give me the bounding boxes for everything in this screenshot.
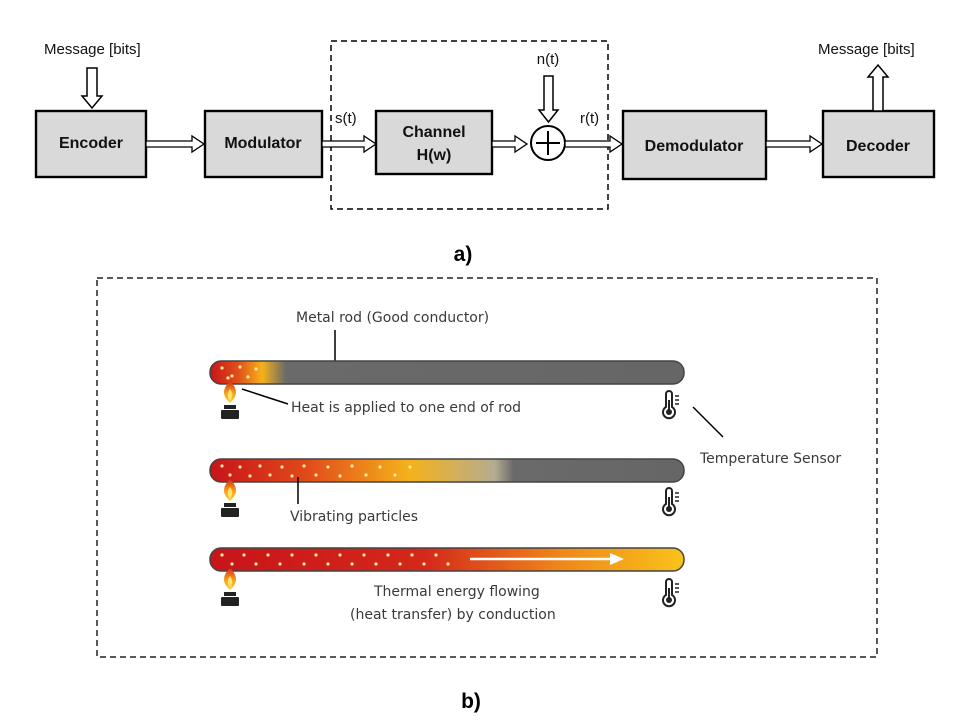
message-out-label: Message [bits]	[818, 41, 915, 58]
signal-s-label: s(t)	[335, 110, 357, 127]
channel-label-line2: H(w)	[417, 147, 452, 164]
message-in-arrow	[80, 67, 104, 110]
rod-stage-1-particles	[220, 365, 258, 380]
signal-r-label: r(t)	[580, 110, 599, 127]
modulator-block	[203, 109, 324, 179]
rod-stage-2-particles	[220, 464, 412, 478]
heat-label: Heat is applied to one end of rod	[291, 400, 521, 416]
modulator-to-channel-arrow	[321, 134, 378, 154]
thermometer-icon-2	[662, 487, 680, 517]
rod-stage-3-particles	[220, 553, 450, 566]
encoder-label: Encoder	[59, 135, 123, 152]
panel-b-heat-conduction: Metal rod (Good conductor) Heat is appli…	[96, 277, 878, 658]
adder-to-demodulator-arrow	[564, 134, 624, 154]
sensor-label-leader	[692, 406, 724, 438]
channel-label-line1: Channel	[402, 124, 465, 141]
heat-flow-arrow-head	[610, 553, 624, 565]
panel-b-caption: b)	[461, 690, 481, 713]
panel-a-block-diagram: Message [bits] Encoder Modulator s(t) Ch…	[34, 40, 936, 266]
modulator-label: Modulator	[224, 135, 301, 152]
message-in-label: Message [bits]	[44, 41, 141, 58]
rod-stage-1	[209, 360, 685, 385]
burner-icon-2	[221, 479, 239, 517]
encoder-to-modulator-arrow	[145, 134, 206, 154]
vibrating-label: Vibrating particles	[290, 509, 418, 525]
demodulator-to-decoder-arrow	[765, 134, 824, 154]
rod-label: Metal rod (Good conductor)	[296, 310, 489, 326]
panel-b-dashed-box	[96, 277, 878, 658]
flow-label-line1: Thermal energy flowing	[373, 584, 540, 600]
channel-to-adder-arrow	[491, 134, 529, 154]
thermometer-icon-1	[662, 390, 680, 420]
noise-label: n(t)	[537, 51, 560, 68]
rod-stage-2	[209, 458, 685, 483]
noise-arrow	[537, 75, 560, 124]
demodulator-label: Demodulator	[645, 138, 744, 155]
sensor-label: Temperature Sensor	[699, 451, 841, 467]
panel-a-caption: a)	[454, 243, 473, 266]
message-out-arrow	[866, 63, 890, 112]
channel-block	[374, 109, 494, 176]
channel-region-dashed-box	[330, 40, 609, 210]
flow-label-line2: (heat transfer) by conduction	[350, 607, 556, 623]
thermometer-icon-3	[662, 578, 680, 608]
burner-icon-1	[221, 381, 239, 419]
burner-icon-3	[221, 568, 239, 606]
decoder-label: Decoder	[846, 138, 910, 155]
heat-label-leader	[241, 388, 289, 405]
